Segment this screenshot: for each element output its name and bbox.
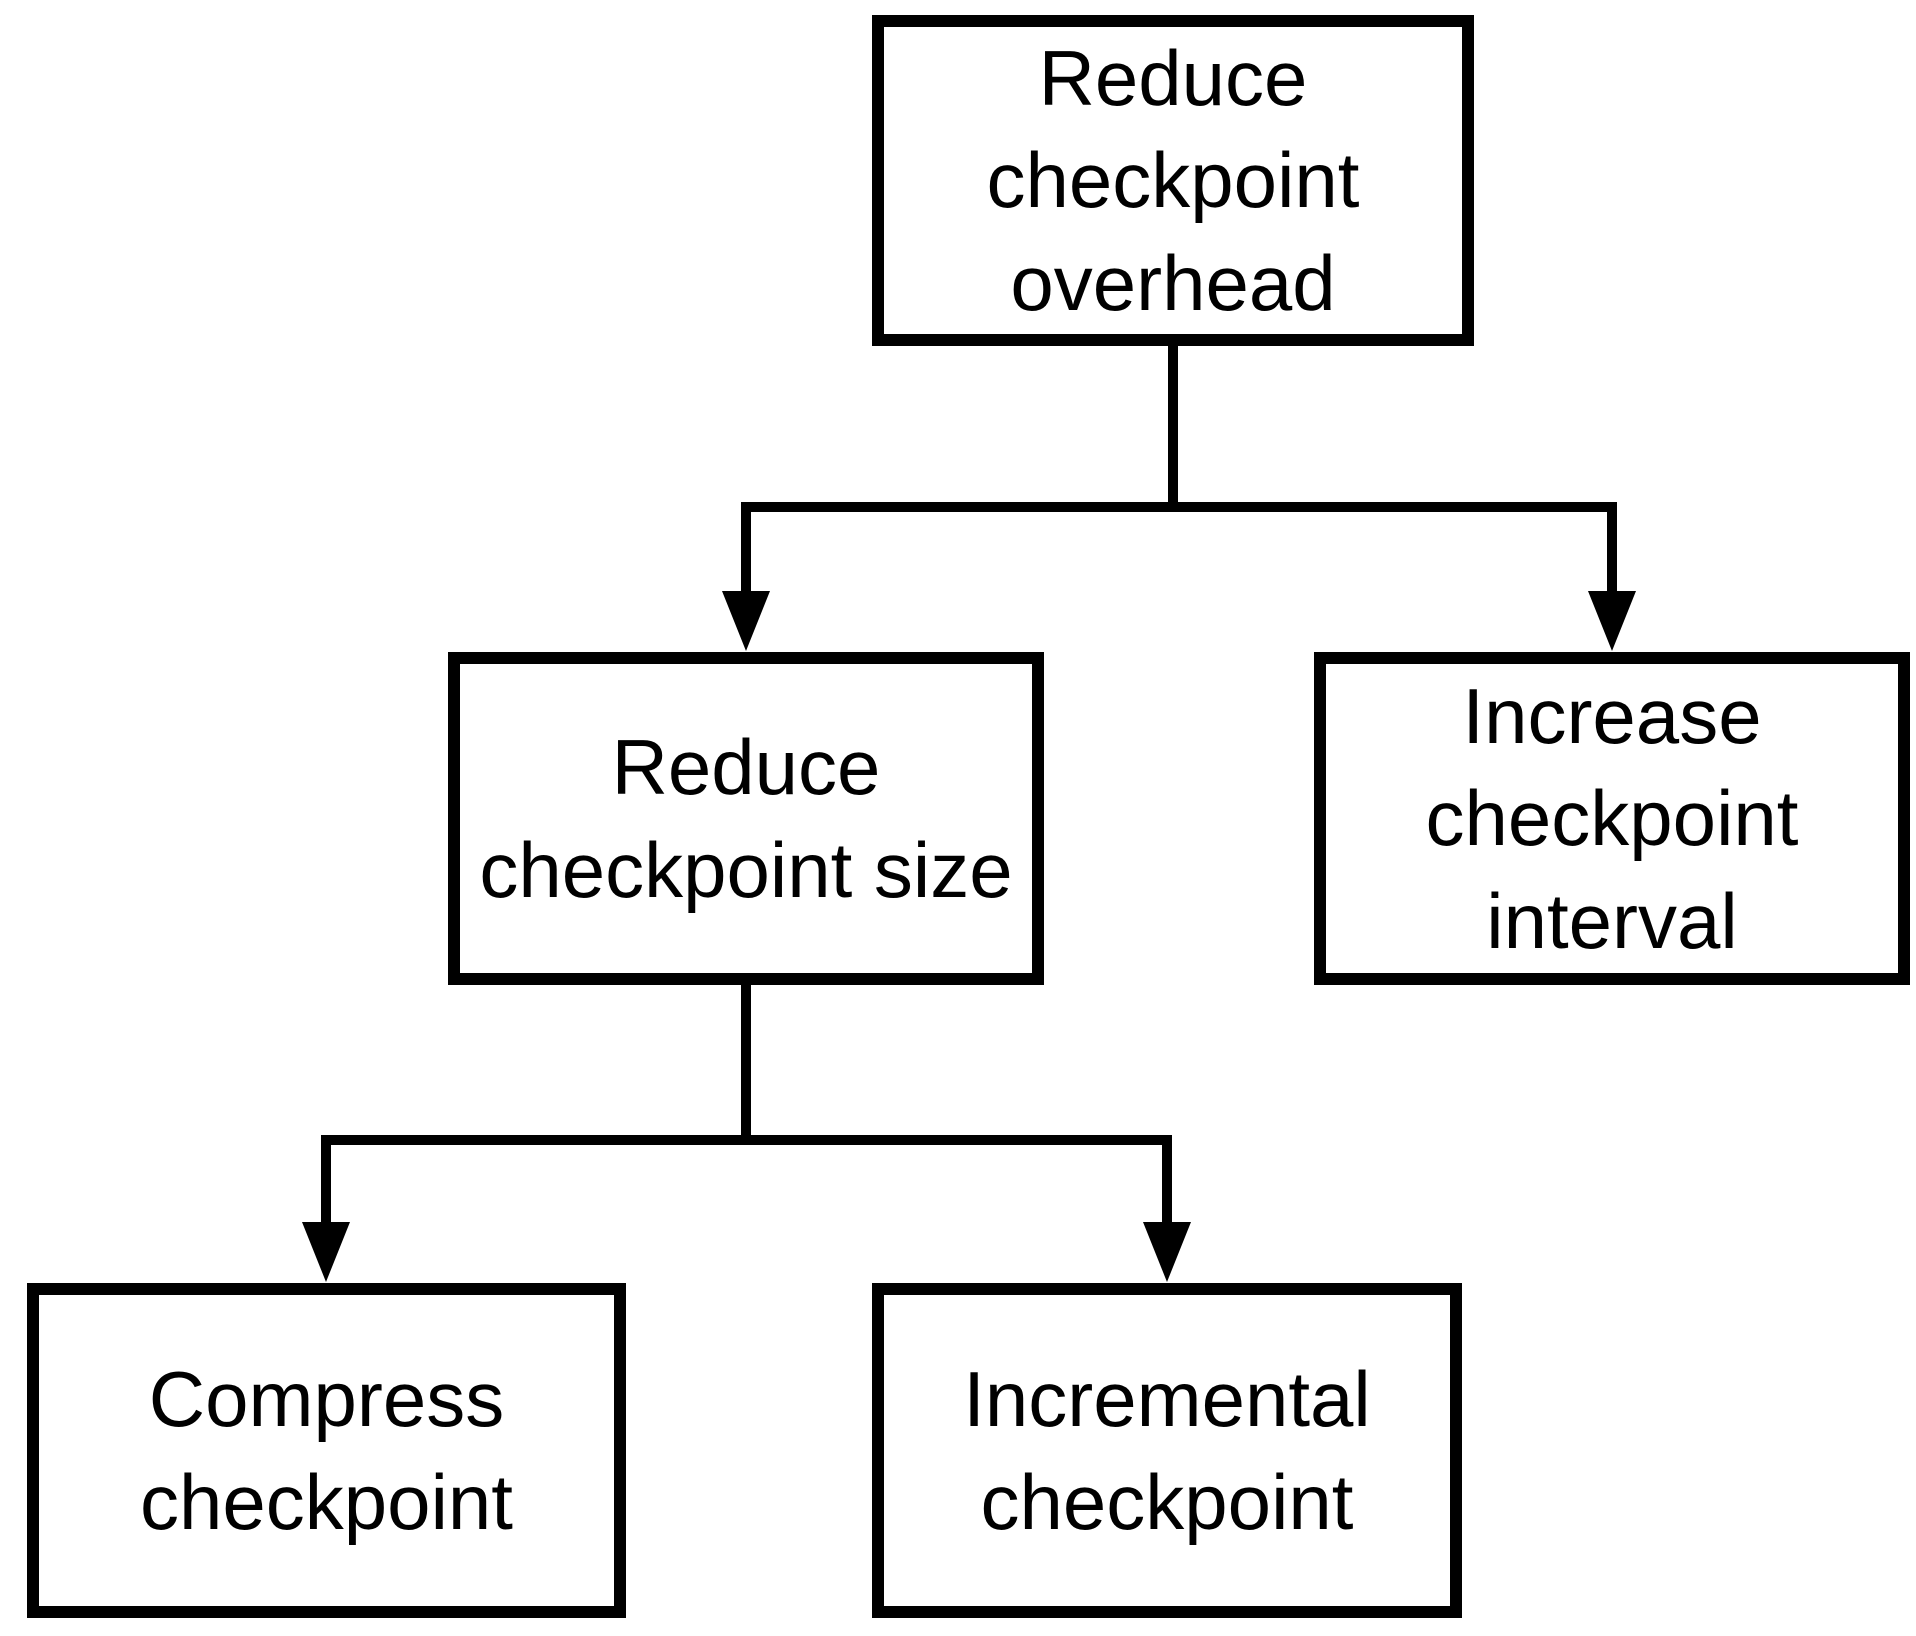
node-label: Incremental checkpoint: [963, 1355, 1371, 1546]
edge-root-to-children: [722, 338, 1636, 651]
edge-size-to-children: [302, 978, 1191, 1282]
node-label: Reduce checkpoint overhead: [986, 34, 1360, 327]
node-increase-checkpoint-interval: Increase checkpoint interval: [1314, 652, 1910, 985]
arrowhead-down-icon: [1588, 591, 1636, 651]
node-label: Reduce checkpoint size: [479, 723, 1013, 914]
node-incremental-checkpoint: Incremental checkpoint: [872, 1283, 1462, 1618]
arrowhead-down-icon: [1143, 1222, 1191, 1282]
node-reduce-checkpoint-overhead: Reduce checkpoint overhead: [872, 15, 1474, 346]
node-compress-checkpoint: Compress checkpoint: [27, 1283, 626, 1618]
arrowhead-down-icon: [302, 1222, 350, 1282]
arrowhead-down-icon: [722, 591, 770, 651]
node-reduce-checkpoint-size: Reduce checkpoint size: [448, 652, 1044, 985]
node-label: Compress checkpoint: [140, 1355, 513, 1546]
node-label: Increase checkpoint interval: [1425, 672, 1799, 965]
